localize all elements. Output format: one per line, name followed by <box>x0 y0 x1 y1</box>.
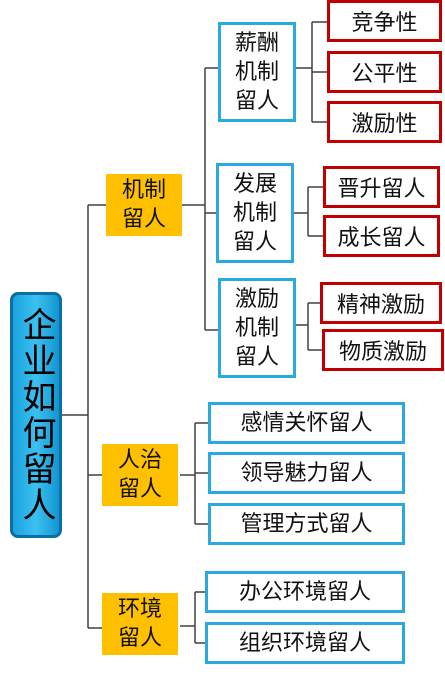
sub-jili-jizhi: 激励 机制 留人 <box>218 278 296 378</box>
leaf-gongpingxing: 公平性 <box>327 51 442 93</box>
leaf-zuzhi-huanjing-liuren: 组织环境留人 <box>205 622 405 664</box>
leaf-jilixing: 激励性 <box>327 101 442 143</box>
sub-xinchou-jizhi: 薪酬 机制 留人 <box>218 22 296 122</box>
leaf-bangong-huanjing-liuren: 办公环境留人 <box>205 571 405 613</box>
branch-jizhi-liuren: 机制 留人 <box>106 174 182 236</box>
sub-fazhan-jizhi: 发展 机制 留人 <box>216 163 294 263</box>
leaf-jinsheng-liuren: 晋升留人 <box>323 166 440 208</box>
root-node: 企业如何留人 <box>10 292 62 538</box>
leaf-wuzhi-jili: 物质激励 <box>322 329 444 371</box>
branch-renzhi-liuren: 人治 留人 <box>102 444 178 506</box>
branch-huanjing-liuren: 环境 留人 <box>102 593 178 655</box>
leaf-chengzhang-liuren: 成长留人 <box>323 215 440 257</box>
leaf-jingshen-jili: 精神激励 <box>320 282 442 324</box>
leaf-jingzhengxing: 竞争性 <box>327 0 442 42</box>
leaf-guanli-fangshi-liuren: 管理方式留人 <box>208 503 405 545</box>
leaf-ganqing-guanhuai-liuren: 感情关怀留人 <box>208 402 405 444</box>
leaf-lingdao-meili-liuren: 领导魅力留人 <box>208 452 405 494</box>
